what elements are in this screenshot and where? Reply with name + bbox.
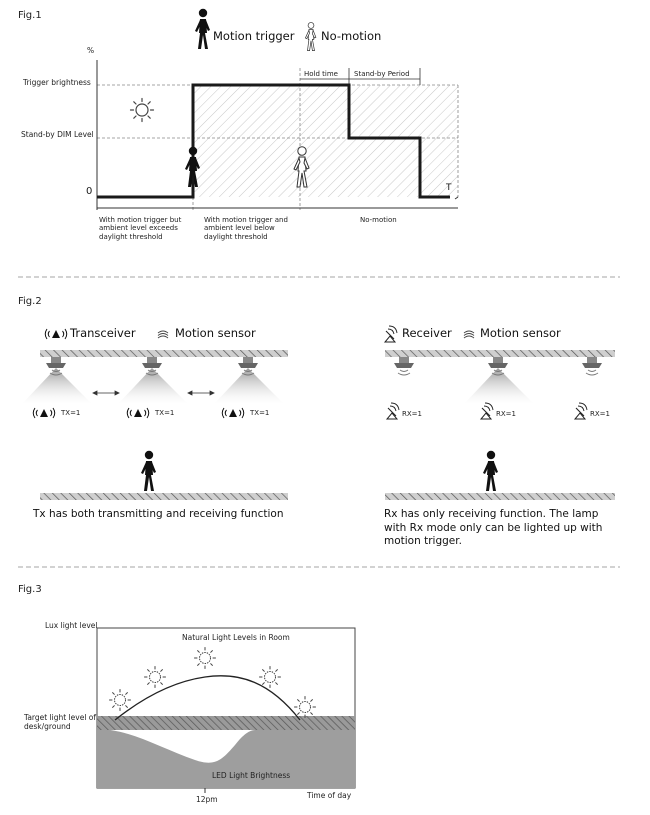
fig1-period-brackets bbox=[300, 68, 421, 85]
rx-label-3: RX=1 bbox=[590, 410, 610, 418]
fig1-hatch-area bbox=[193, 85, 458, 197]
tx-unit-icon bbox=[32, 407, 56, 419]
fig1-label: Fig.1 bbox=[18, 10, 42, 21]
legend-nomotion-icon bbox=[305, 22, 317, 51]
standby-period-label: Stand-by Period bbox=[354, 70, 410, 78]
noon-label: 12pm bbox=[196, 795, 218, 804]
lux-axis-label: Lux light level bbox=[45, 621, 98, 630]
tx-label-1: TX=1 bbox=[61, 409, 81, 417]
target-light-band bbox=[97, 716, 355, 730]
receiver-label: Receiver bbox=[402, 326, 452, 340]
fig2-label: Fig.2 bbox=[18, 296, 42, 307]
fig3-label: Fig.3 bbox=[18, 584, 42, 595]
motion-sensor-label-left: Motion sensor bbox=[175, 326, 256, 340]
rx-label-1: RX=1 bbox=[402, 410, 422, 418]
tx-label-3: TX=1 bbox=[250, 409, 270, 417]
transceiver-icon bbox=[44, 328, 68, 340]
note-daylight-exceeds: With motion trigger but ambient level ex… bbox=[99, 216, 182, 241]
walking-person-icon bbox=[483, 450, 498, 491]
tx-unit-icon bbox=[126, 407, 150, 419]
fig1-brightness-curve bbox=[97, 83, 450, 199]
natural-light-curve bbox=[114, 675, 301, 721]
tx-caption: Tx has both transmitting and receiving f… bbox=[33, 508, 284, 520]
t-axis-label: T bbox=[446, 183, 452, 193]
y-unit-label: % bbox=[87, 46, 95, 55]
floor-left bbox=[40, 493, 288, 500]
fig2-left-diagram bbox=[22, 328, 288, 500]
natural-light-label: Natural Light Levels in Room bbox=[182, 633, 290, 642]
fig1-axes bbox=[96, 60, 458, 210]
walking-person-icon bbox=[141, 450, 156, 491]
led-brightness-area bbox=[97, 716, 355, 788]
trigger-brightness-label: Trigger brightness bbox=[23, 78, 91, 87]
legend-motion-icon bbox=[195, 8, 210, 49]
lamp-group-left bbox=[22, 356, 284, 404]
natural-light-surplus bbox=[130, 730, 256, 762]
motion-sensor-icon bbox=[157, 330, 169, 339]
led-brightness-label: LED Light Brightness bbox=[212, 771, 291, 780]
rx-caption: Rx has only receiving function. The lamp… bbox=[384, 508, 603, 548]
floor-right bbox=[385, 493, 615, 500]
receiver-icon bbox=[384, 325, 398, 343]
target-light-label: Target light level of desk/ground bbox=[24, 713, 97, 731]
fig1-axis-tick bbox=[454, 196, 459, 200]
motion-sensor-label-right: Motion sensor bbox=[480, 326, 561, 340]
rx-unit-icon bbox=[386, 402, 400, 420]
standby-dim-label: Stand-by DIM Level bbox=[21, 130, 94, 139]
tx-label-2: TX=1 bbox=[155, 409, 175, 417]
ceiling-left bbox=[40, 350, 288, 357]
legend-nomotion-label: No-motion bbox=[321, 29, 382, 43]
zero-label: 0 bbox=[86, 186, 93, 197]
tx-unit-icon bbox=[221, 407, 245, 419]
rx-unit-icon bbox=[574, 402, 588, 420]
fig1-diagram bbox=[96, 8, 459, 210]
rx-label-2: RX=1 bbox=[496, 410, 516, 418]
note-no-motion: No-motion bbox=[360, 216, 397, 224]
lamp-group-right bbox=[393, 356, 603, 404]
legend-motion-label: Motion trigger bbox=[213, 29, 295, 43]
link-arrows-left bbox=[92, 390, 215, 396]
note-daylight-below: With motion trigger and ambient level be… bbox=[204, 216, 288, 241]
hold-time-label: Hold time bbox=[304, 70, 338, 78]
fig3-diagram bbox=[96, 627, 356, 793]
fig2-right-diagram bbox=[384, 325, 615, 500]
time-axis-label: Time of day bbox=[307, 791, 352, 800]
rx-unit-icon bbox=[480, 402, 494, 420]
transceiver-label: Transceiver bbox=[70, 326, 136, 340]
ceiling-right bbox=[385, 350, 615, 357]
motion-sensor-icon bbox=[463, 330, 475, 339]
sun-icon bbox=[129, 97, 155, 123]
